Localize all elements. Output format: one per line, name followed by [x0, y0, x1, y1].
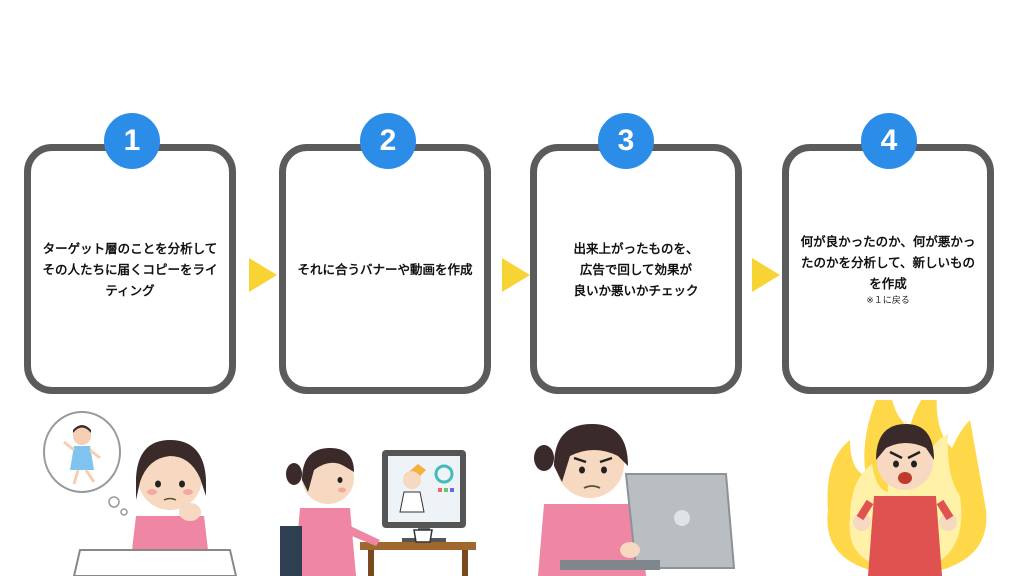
step-1-badge: 1: [104, 113, 160, 169]
arrow-right-icon: [502, 258, 530, 292]
step-2-text: それに合うバナーや動画を作成: [297, 261, 473, 277]
step-3-badge: 3: [598, 113, 654, 169]
thinking-girl-illustration: [43, 411, 238, 576]
step-1-card: ターゲット層のことを分析して その人たちに届くコピーをライ ティング: [24, 144, 236, 394]
fired-up-girl-illustration: [827, 400, 987, 576]
step-1-text: ターゲット層のことを分析して その人たちに届くコピーをライ ティング: [42, 240, 218, 298]
designer-at-monitor-illustration: [280, 448, 476, 576]
step-3-card: 出来上がったものを、 広告で回して効果が 良いか悪いかチェック: [530, 144, 742, 394]
step-4-note: ※１に戻る: [866, 296, 910, 306]
step-4-text: 何が良かったのか、何が悪かっ たのかを分析して、新しいもの を作成: [800, 234, 976, 291]
step-2-badge: 2: [360, 113, 416, 169]
checking-laptop-illustration: [534, 424, 736, 576]
step-2-card: それに合うバナーや動画を作成: [279, 144, 491, 394]
step-3-text: 出来上がったものを、 広告で回して効果が 良いか悪いかチェック: [573, 240, 699, 298]
arrow-right-icon: [752, 258, 780, 292]
step-4-badge: 4: [861, 113, 917, 169]
arrow-right-icon: [249, 258, 277, 292]
step-4-card: 何が良かったのか、何が悪かっ たのかを分析して、新しいもの を作成 ※１に戻る: [782, 144, 994, 394]
